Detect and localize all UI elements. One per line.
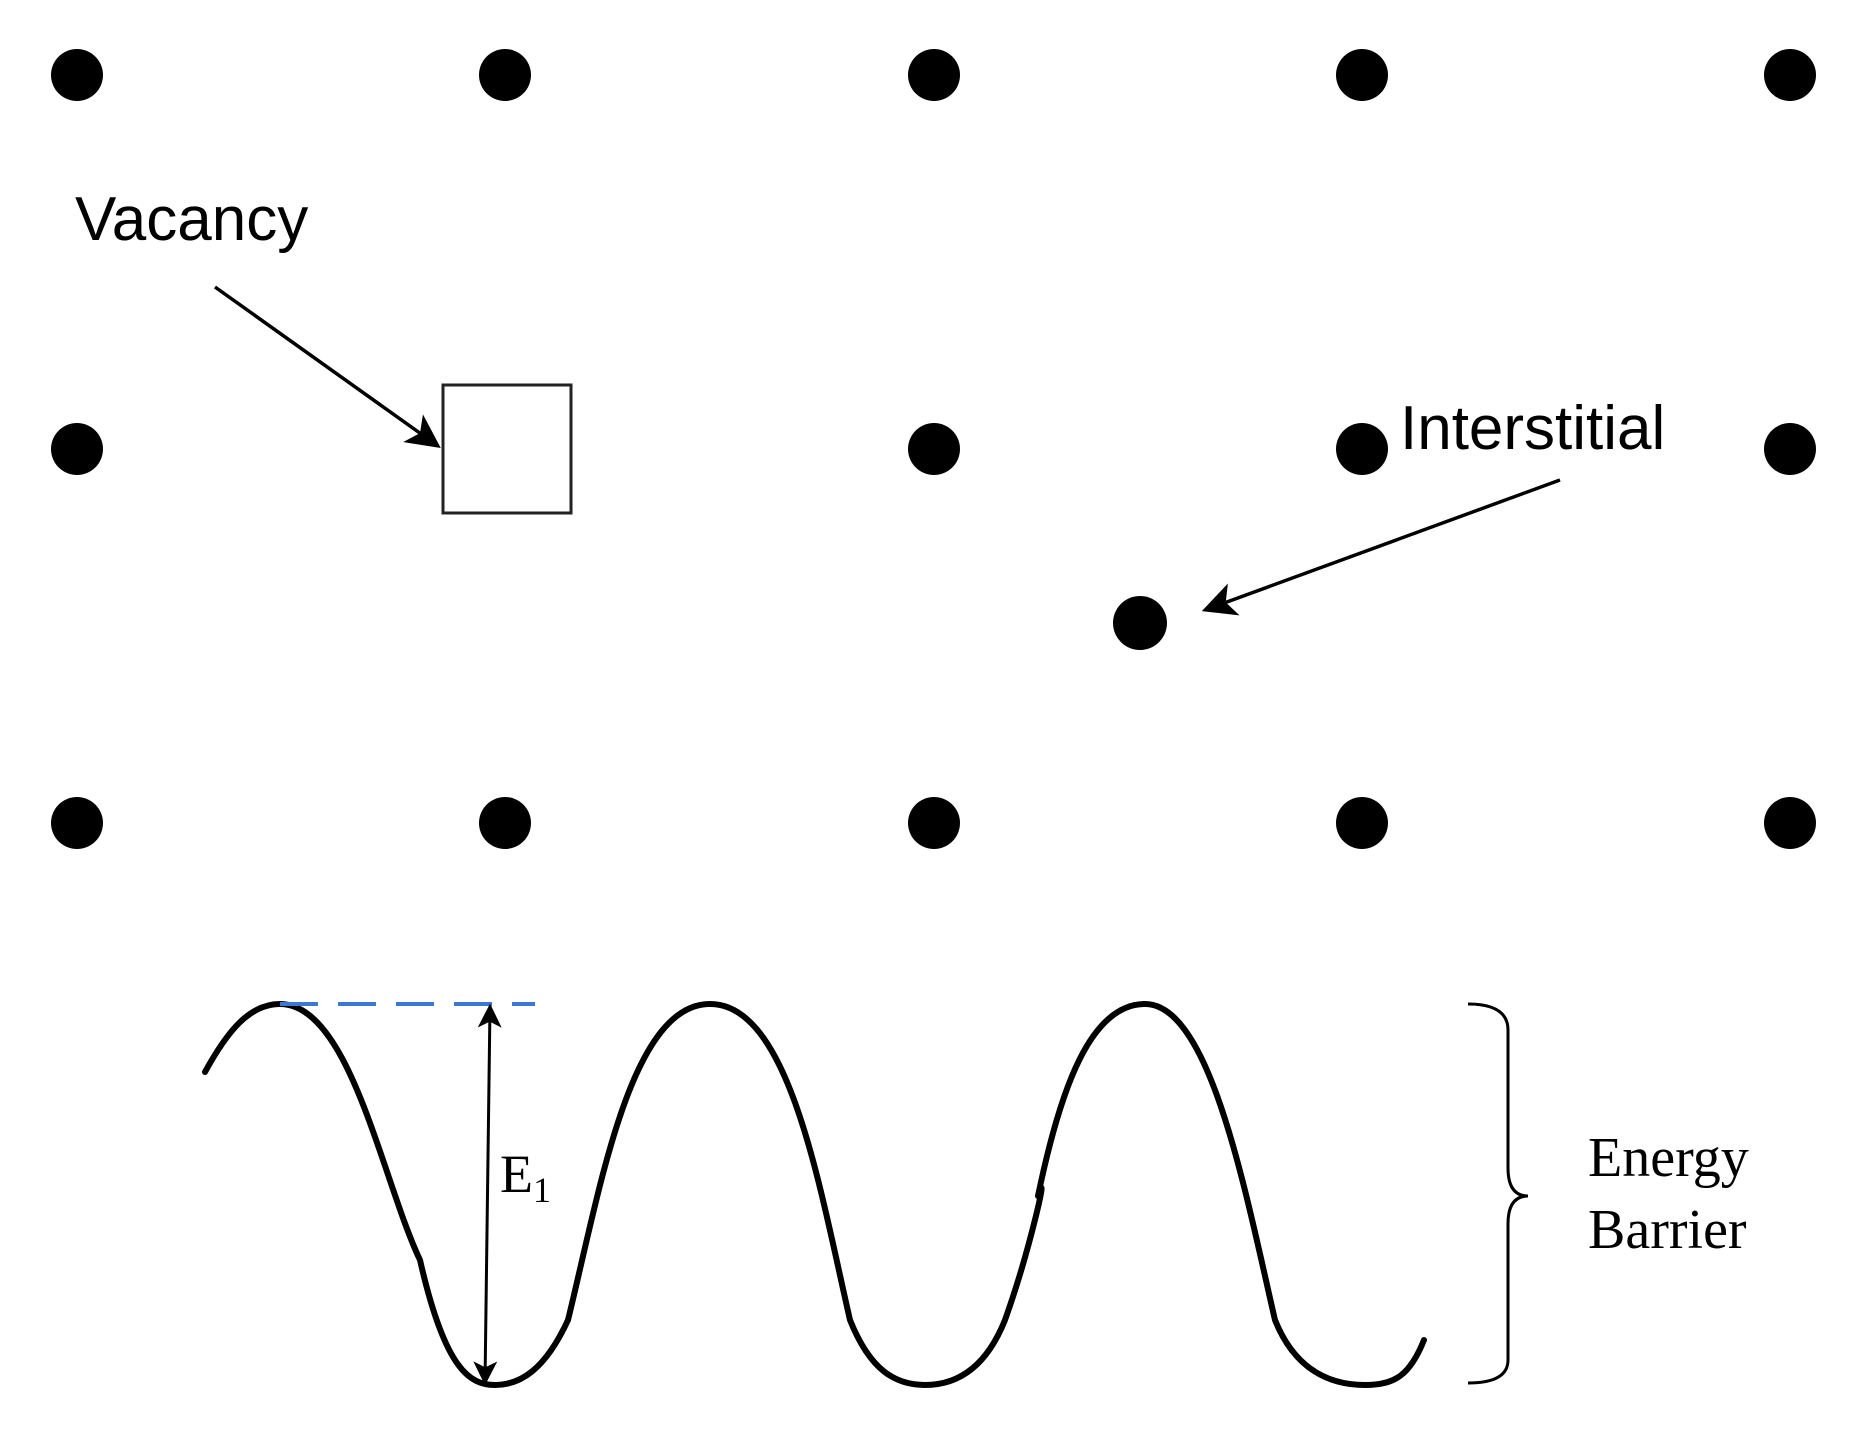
lattice-atom bbox=[51, 423, 103, 475]
energy-e1-label: E1 bbox=[500, 1144, 551, 1210]
lattice-atom bbox=[1336, 49, 1388, 101]
interstitial-arrow bbox=[1201, 478, 1561, 616]
interstitial-atom bbox=[1113, 596, 1167, 650]
energy-barrier-label-line2: Barrier bbox=[1588, 1199, 1747, 1261]
lattice-atom bbox=[908, 423, 960, 475]
lattice-row-top bbox=[51, 49, 1816, 101]
lattice-atom bbox=[908, 49, 960, 101]
lattice-atom bbox=[51, 797, 103, 849]
vacancy-arrow bbox=[213, 285, 441, 448]
lattice-atom bbox=[908, 797, 960, 849]
energy-subscript: 1 bbox=[533, 1170, 551, 1210]
vacancy-label: Vacancy bbox=[75, 185, 308, 254]
lattice-row-bottom bbox=[51, 797, 1816, 849]
vacancy-site bbox=[441, 383, 573, 515]
energy-e1-arrow bbox=[473, 1003, 502, 1386]
energy-barrier-label-line1: Energy bbox=[1588, 1127, 1749, 1189]
lattice-atom bbox=[1764, 49, 1816, 101]
lattice-atom bbox=[1764, 797, 1816, 849]
lattice-atom bbox=[1764, 423, 1816, 475]
energy-symbol: E bbox=[500, 1144, 533, 1204]
lattice-row-middle bbox=[51, 383, 1816, 515]
lattice-atom bbox=[1336, 797, 1388, 849]
lattice-atom bbox=[1336, 423, 1388, 475]
interstitial-label: Interstitial bbox=[1400, 394, 1665, 463]
lattice-atom bbox=[479, 49, 531, 101]
lattice-atom bbox=[479, 797, 531, 849]
energy-barrier-brace bbox=[1467, 1002, 1529, 1385]
lattice-atom bbox=[51, 49, 103, 101]
energy-wave bbox=[202, 1001, 1427, 1388]
